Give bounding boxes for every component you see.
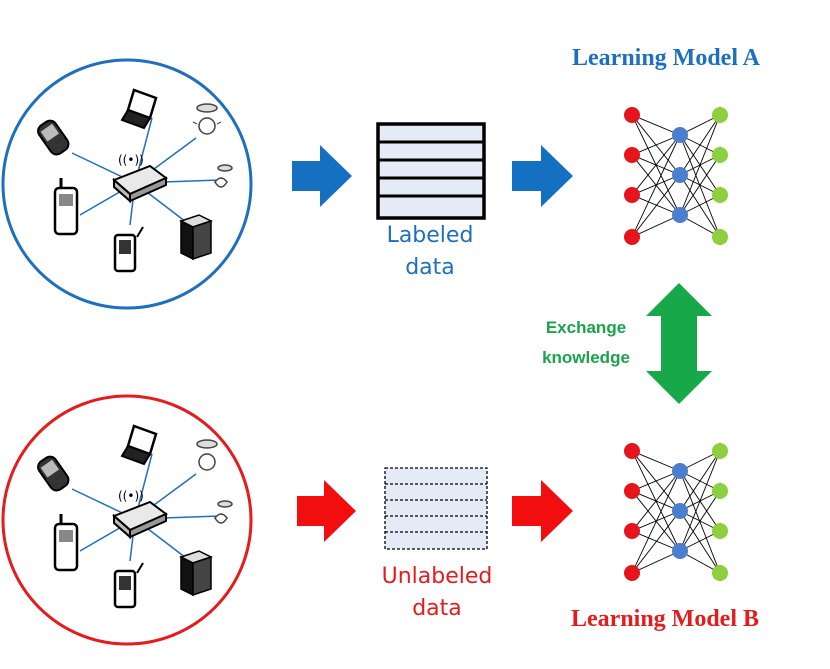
smart-bulb-icon [196, 439, 218, 471]
hidden-node [672, 463, 688, 479]
output-node [712, 443, 728, 459]
output-node [712, 187, 728, 203]
nn-edge [679, 490, 721, 552]
smart-light-icon [214, 164, 233, 188]
nn-edge [679, 450, 721, 552]
nn-edge [631, 470, 681, 492]
svg-text:((•)): ((•)) [118, 153, 144, 167]
mobile-phone-icon [53, 178, 79, 236]
nn-edge [679, 470, 721, 574]
mobile-phone-icon [53, 514, 79, 572]
hidden-node [672, 543, 688, 559]
input-node [624, 565, 640, 581]
output-node [712, 147, 728, 163]
nn-edge [631, 470, 681, 532]
svg-text:((•)): ((•)) [118, 489, 144, 503]
model-b-title: Learning Model B [571, 606, 760, 632]
input-node [624, 523, 640, 539]
laptop-icon [120, 424, 158, 466]
unlabeled-line1: Unlabeled [381, 564, 493, 589]
nn-edge [679, 114, 721, 176]
nn-edge [631, 550, 681, 574]
nn-edge [631, 194, 681, 216]
neural-network-a [624, 107, 728, 245]
flip-phone-icon [37, 455, 70, 492]
arrow-to-model-a [512, 145, 573, 207]
nn-edge [679, 174, 721, 238]
nn-edge [631, 530, 681, 552]
output-node [712, 107, 728, 123]
nn-edge [631, 134, 681, 156]
arrow-to-model-b [512, 480, 573, 542]
hidden-node [672, 167, 688, 183]
input-node [624, 229, 640, 245]
pda-icon [113, 562, 144, 609]
model-a-title: Learning Model A [572, 45, 761, 71]
input-node [624, 147, 640, 163]
exchange-knowledge-label: Exchange knowledge [526, 313, 646, 373]
nn-edge [631, 214, 681, 238]
arrow-to-unlabeled-data [297, 480, 356, 542]
nn-edge [679, 154, 721, 216]
arrow-to-labeled-data [292, 145, 352, 207]
hidden-node [672, 207, 688, 223]
laptop-icon [120, 88, 158, 130]
pda-icon [113, 226, 144, 273]
exchange-arrow [646, 283, 712, 404]
nn-edge [679, 114, 721, 216]
nn-edge [679, 134, 721, 238]
hidden-node [672, 503, 688, 519]
output-node [712, 523, 728, 539]
nn-edge [631, 510, 681, 574]
server-icon [179, 550, 213, 597]
exchange-line2: knowledge [542, 348, 630, 367]
nn-edge [631, 134, 681, 238]
unlabeled-line2: data [412, 596, 462, 621]
nn-edge [631, 450, 681, 472]
nn-edge [631, 470, 681, 574]
input-node [624, 483, 640, 499]
network-b: ((•)) [1, 394, 253, 646]
smart-bulb-icon [192, 103, 222, 135]
hidden-node [672, 127, 688, 143]
labeled-data-label: Labeled data [360, 220, 500, 284]
smart-light-icon [214, 500, 233, 524]
output-node [712, 483, 728, 499]
flip-phone-icon [37, 119, 70, 156]
nn-edge [679, 450, 721, 512]
unlabeled-data-table [384, 467, 488, 550]
input-node [624, 107, 640, 123]
labeled-line1: Labeled [386, 223, 474, 248]
unlabeled-data-label: Unlabeled data [362, 561, 512, 625]
wifi-router-icon: ((•)) [112, 153, 168, 204]
labeled-line2: data [405, 255, 455, 280]
input-node [624, 443, 640, 459]
output-node [712, 565, 728, 581]
exchange-line1: Exchange [545, 318, 627, 337]
input-node [624, 187, 640, 203]
output-node [712, 229, 728, 245]
nn-edge [631, 134, 681, 196]
wifi-router-icon: ((•)) [112, 489, 168, 540]
labeled-data-table [376, 122, 486, 220]
nn-edge [679, 510, 721, 574]
neural-network-b [624, 443, 728, 581]
server-icon [179, 214, 213, 261]
network-a: ((•)) [1, 58, 253, 310]
nn-edge [631, 114, 681, 136]
nn-edge [631, 174, 681, 238]
